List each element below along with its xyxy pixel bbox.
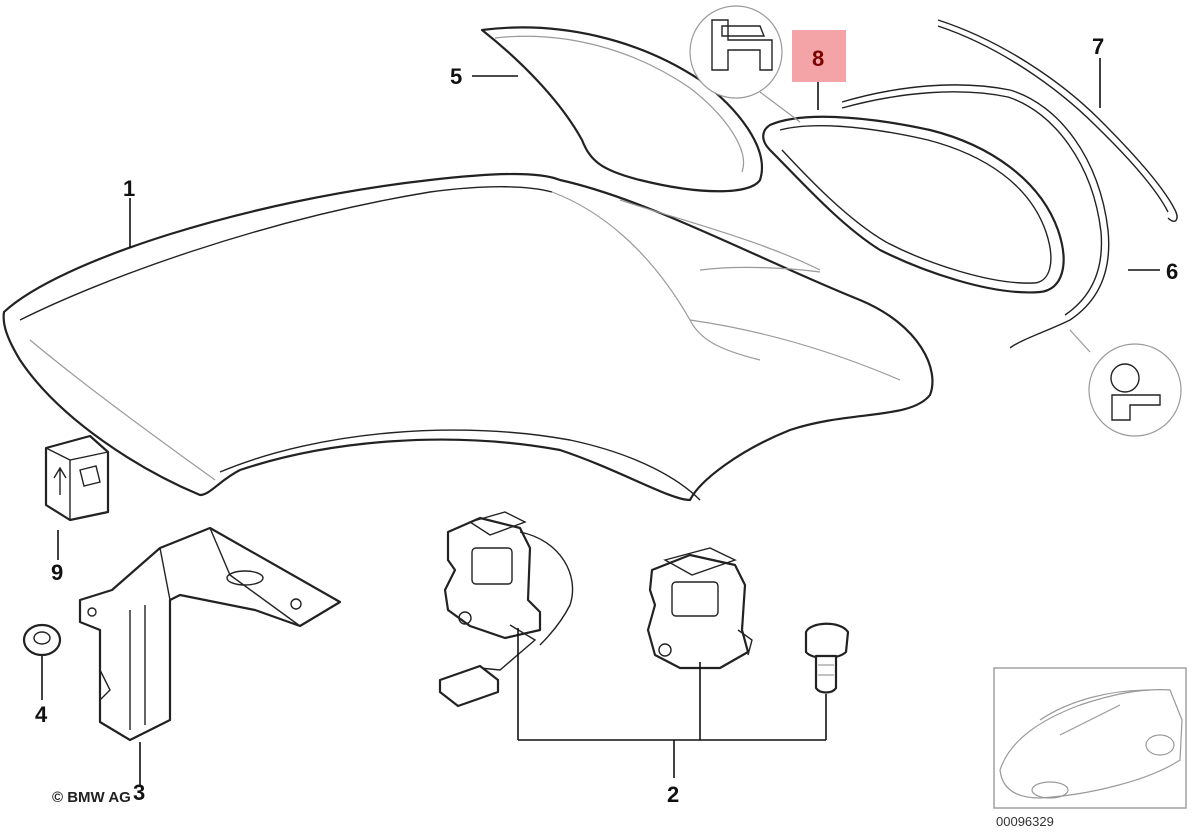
leader-lines	[41, 58, 1160, 785]
callout-8[interactable]: 8	[812, 46, 824, 71]
vehicle-thumbnail	[993, 667, 1187, 809]
copyright-label: © BMW AG	[52, 789, 131, 806]
callout-5[interactable]: 5	[450, 64, 462, 89]
callout-1[interactable]: 1	[123, 176, 135, 201]
callout-3[interactable]: 3	[133, 780, 145, 805]
mounting-bracket[interactable]	[78, 526, 342, 742]
callout-8-highlight	[792, 30, 846, 82]
hex-nut[interactable]	[22, 623, 62, 657]
seal-strip-long[interactable]	[937, 19, 1178, 222]
lock-assembly-right[interactable]	[646, 547, 753, 670]
window-seal-frame[interactable]	[762, 115, 1065, 294]
rear-window-glass[interactable]	[480, 26, 763, 193]
bolt[interactable]	[804, 622, 850, 694]
callout-2[interactable]: 2	[667, 782, 679, 807]
callout-6[interactable]: 6	[1166, 259, 1178, 284]
callout-7[interactable]: 7	[1092, 34, 1104, 59]
seal-profile-detail-right	[1069, 329, 1182, 437]
lock-assembly-left[interactable]	[438, 511, 574, 708]
reference-number: 00096329	[996, 814, 1054, 829]
seal-profile-detail-top	[689, 5, 801, 123]
callout-9[interactable]: 9	[51, 560, 63, 585]
soft-top-roof[interactable]	[2, 172, 934, 502]
seal-strip-curved[interactable]	[841, 84, 1110, 349]
rubber-buffer[interactable]	[44, 434, 110, 522]
callout-4[interactable]: 4	[35, 702, 48, 727]
